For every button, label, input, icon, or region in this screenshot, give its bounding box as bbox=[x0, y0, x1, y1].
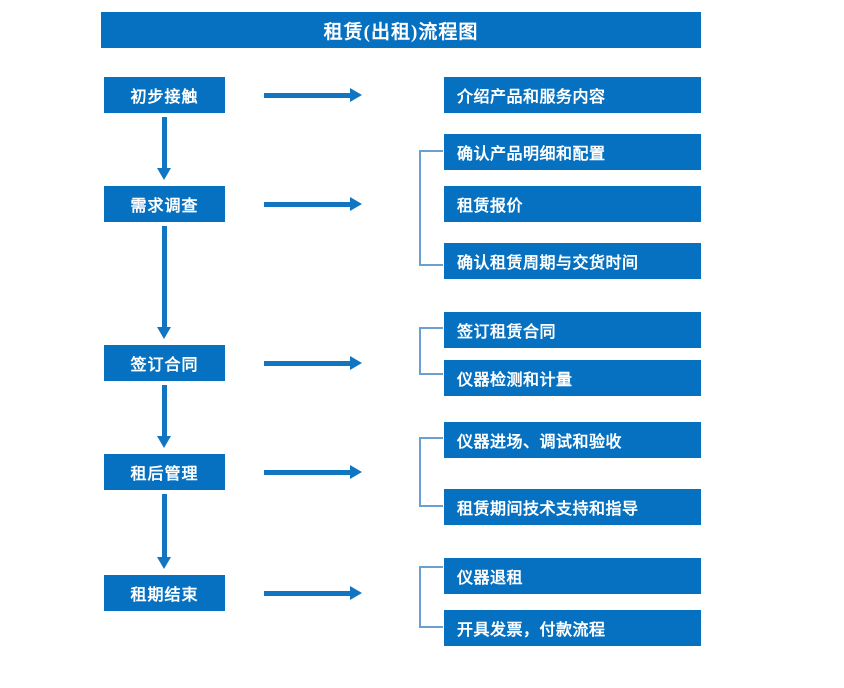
arrow-head-icon bbox=[350, 356, 362, 370]
arrow-head-icon bbox=[157, 327, 171, 339]
stage-box-4[interactable]: 租后管理 bbox=[104, 454, 225, 490]
detail-label-8: 租赁期间技术支持和指导 bbox=[457, 501, 639, 518]
arrow-shaft bbox=[264, 202, 352, 207]
horizontal-arrow-5 bbox=[264, 586, 362, 600]
detail-box-3[interactable]: 租赁报价 bbox=[444, 186, 701, 222]
arrow-head-icon bbox=[350, 586, 362, 600]
group-bracket-termination bbox=[419, 566, 443, 628]
stage-box-3[interactable]: 签订合同 bbox=[104, 345, 225, 381]
arrow-shaft bbox=[264, 470, 352, 475]
detail-box-10[interactable]: 开具发票，付款流程 bbox=[444, 610, 701, 646]
detail-box-8[interactable]: 租赁期间技术支持和指导 bbox=[444, 489, 701, 525]
diagram-title: 租赁(出租)流程图 bbox=[101, 12, 701, 48]
arrow-head-icon bbox=[157, 557, 171, 569]
detail-box-5[interactable]: 签订租赁合同 bbox=[444, 312, 701, 348]
detail-box-7[interactable]: 仪器进场、调试和验收 bbox=[444, 422, 701, 458]
detail-box-9[interactable]: 仪器退租 bbox=[444, 558, 701, 594]
detail-box-6[interactable]: 仪器检测和计量 bbox=[444, 360, 701, 396]
detail-label-6: 仪器检测和计量 bbox=[457, 372, 573, 389]
group-bracket-contract bbox=[419, 327, 443, 375]
arrow-shaft bbox=[264, 591, 352, 596]
group-bracket-management bbox=[419, 437, 443, 507]
arrow-shaft bbox=[162, 385, 167, 436]
detail-label-2: 确认产品明细和配置 bbox=[457, 146, 606, 163]
vertical-arrow-3-4 bbox=[157, 385, 171, 448]
arrow-head-icon bbox=[350, 88, 362, 102]
detail-box-2[interactable]: 确认产品明细和配置 bbox=[444, 134, 701, 170]
stage-box-5[interactable]: 租期结束 bbox=[104, 575, 225, 611]
group-bracket-demand bbox=[419, 150, 443, 266]
vertical-arrow-2-3 bbox=[157, 226, 171, 339]
detail-label-4: 确认租赁周期与交货时间 bbox=[457, 255, 639, 272]
arrow-head-icon bbox=[157, 436, 171, 448]
horizontal-arrow-4 bbox=[264, 465, 362, 479]
arrow-shaft bbox=[264, 93, 352, 98]
stage-box-2[interactable]: 需求调查 bbox=[104, 186, 225, 222]
stage-label-1: 初步接触 bbox=[130, 89, 199, 106]
detail-label-9: 仪器退租 bbox=[457, 570, 524, 587]
horizontal-arrow-3 bbox=[264, 356, 362, 370]
stage-label-2: 需求调查 bbox=[130, 198, 199, 215]
arrow-head-icon bbox=[350, 465, 362, 479]
detail-label-5: 签订租赁合同 bbox=[457, 324, 557, 341]
vertical-arrow-1-2 bbox=[157, 117, 171, 180]
horizontal-arrow-2 bbox=[264, 197, 362, 211]
detail-box-1[interactable]: 介绍产品和服务内容 bbox=[444, 77, 701, 113]
detail-label-10: 开具发票，付款流程 bbox=[457, 622, 606, 639]
arrow-shaft bbox=[162, 117, 167, 168]
detail-label-3: 租赁报价 bbox=[457, 198, 524, 215]
detail-box-4[interactable]: 确认租赁周期与交货时间 bbox=[444, 243, 701, 279]
stage-label-4: 租后管理 bbox=[130, 466, 199, 483]
vertical-arrow-4-5 bbox=[157, 494, 171, 569]
detail-label-1: 介绍产品和服务内容 bbox=[457, 89, 606, 106]
stage-box-1[interactable]: 初步接触 bbox=[104, 77, 225, 113]
detail-label-7: 仪器进场、调试和验收 bbox=[457, 434, 623, 451]
arrow-head-icon bbox=[350, 197, 362, 211]
arrow-head-icon bbox=[157, 168, 171, 180]
arrow-shaft bbox=[162, 226, 167, 327]
horizontal-arrow-1 bbox=[264, 88, 362, 102]
arrow-shaft bbox=[264, 361, 352, 366]
stage-label-3: 签订合同 bbox=[130, 357, 199, 374]
stage-label-5: 租期结束 bbox=[130, 587, 199, 604]
arrow-shaft bbox=[162, 494, 167, 557]
